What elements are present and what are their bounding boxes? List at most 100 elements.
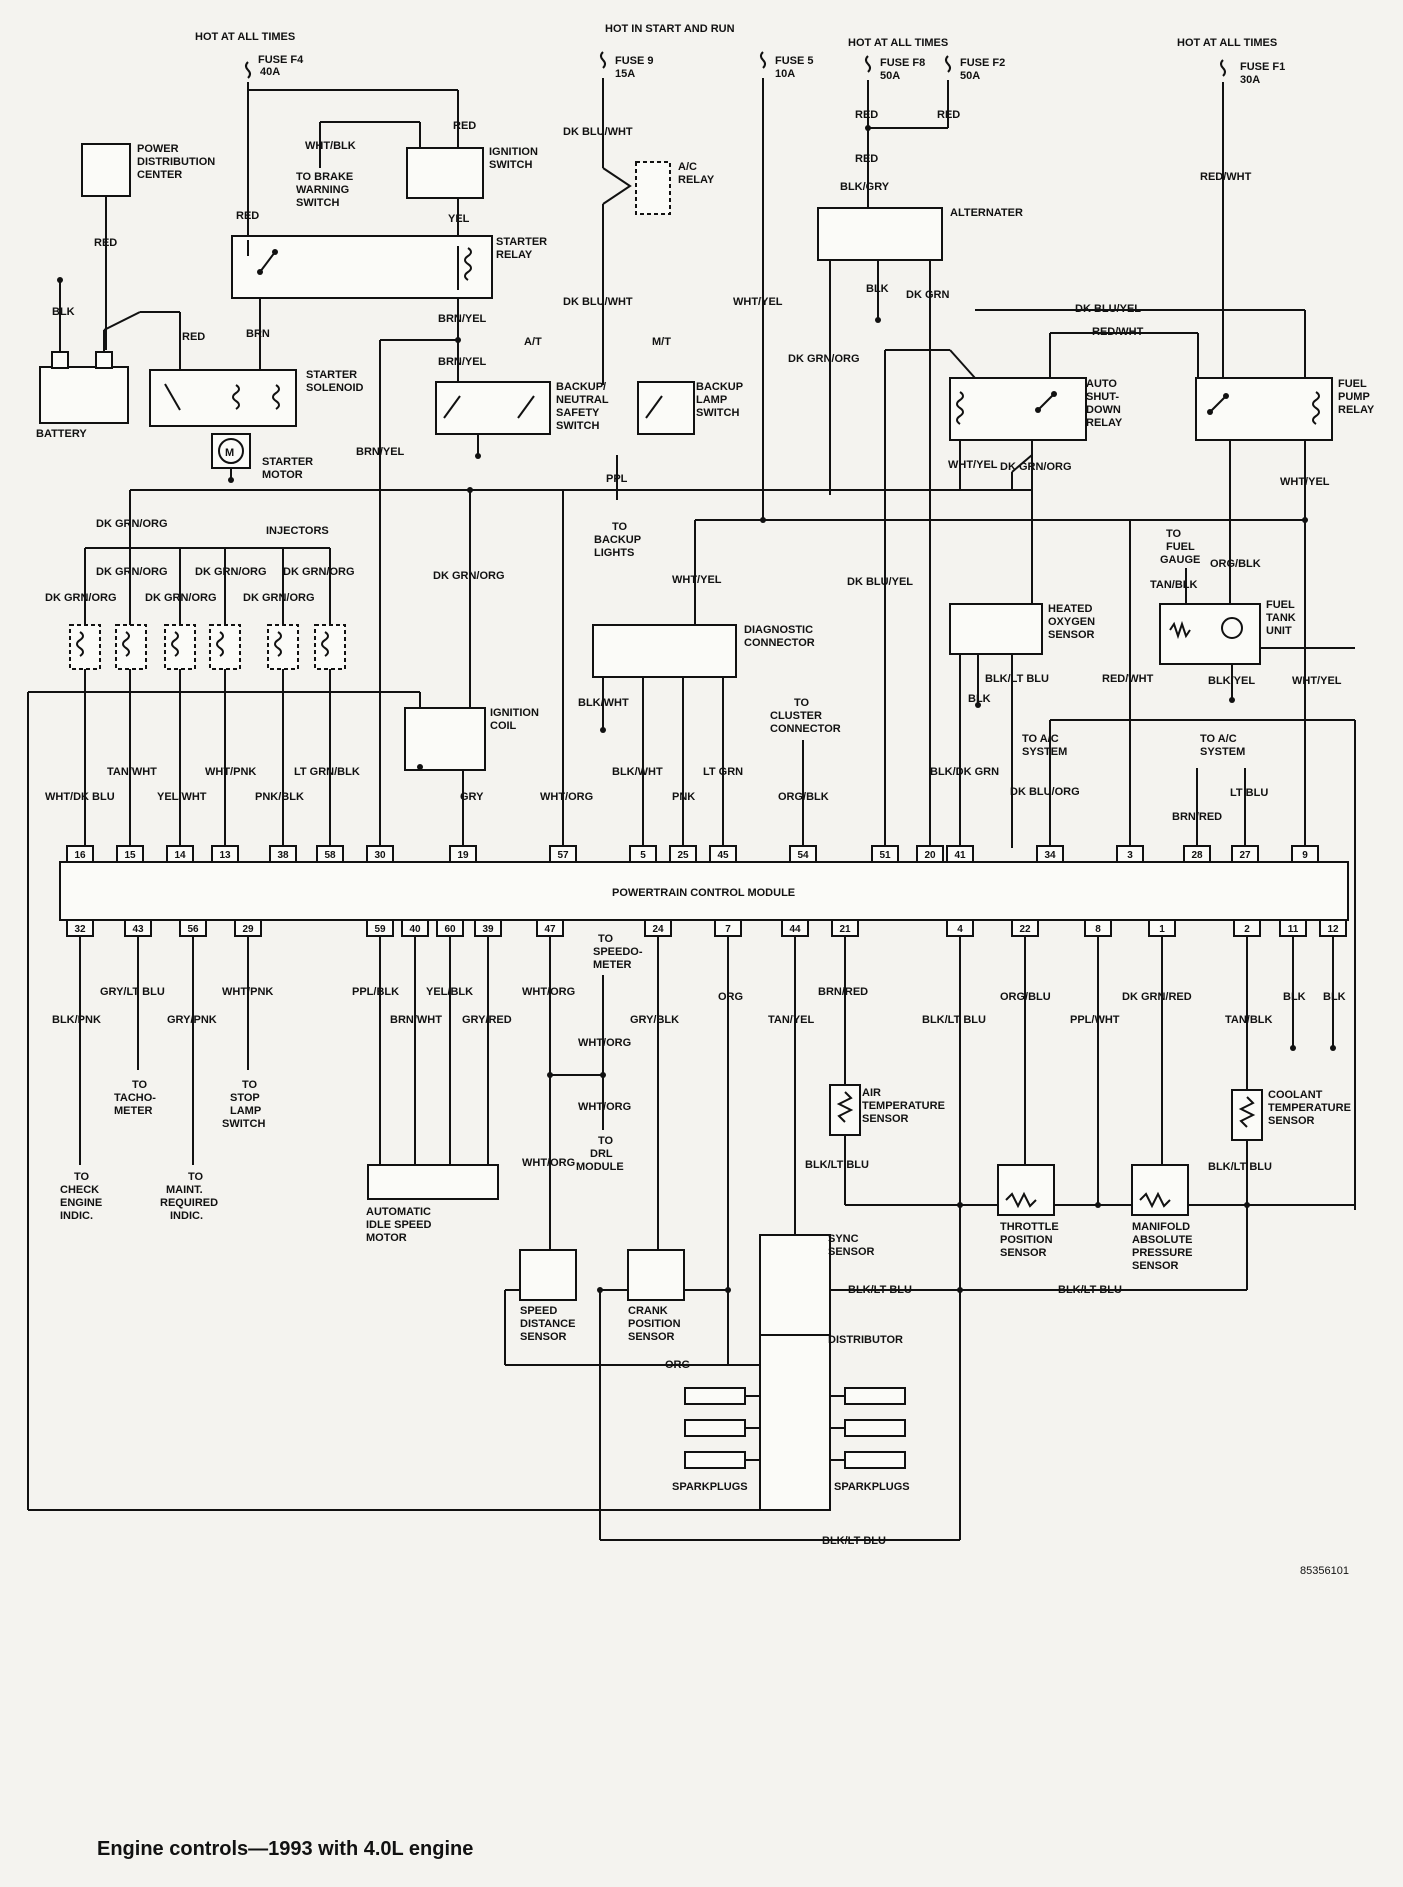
wire-label: BLK/WHT: [578, 697, 629, 709]
brake-warning-label: SWITCH: [296, 197, 339, 209]
injector-5: [267, 624, 299, 670]
wire-label: DK BLU/YEL: [1075, 303, 1141, 315]
check-engine-label: INDIC.: [60, 1210, 93, 1222]
pcm-pin-number: 41: [954, 850, 966, 861]
wire-label: DK GRN/ORG: [96, 566, 168, 578]
ignition-coil: [404, 707, 486, 771]
wire-label: ORG/BLK: [1210, 558, 1261, 570]
wire-label: RED/WHT: [1092, 326, 1144, 338]
fuse-5-amp: 10A: [775, 68, 795, 80]
starter-solenoid-label: SOLENOID: [306, 382, 364, 394]
pcm-pin-number: 12: [1327, 924, 1339, 935]
fuse-f1-symbol: [1220, 59, 1226, 77]
pcm-pin-number: 56: [187, 924, 199, 935]
fuse-f8-symbol: [865, 55, 871, 73]
fuse-f4-label: FUSE F4: [258, 54, 304, 66]
pcm-pin-number: 28: [1191, 850, 1203, 861]
crank-sensor-label: CRANK: [628, 1305, 668, 1317]
crank-sensor-label: POSITION: [628, 1318, 681, 1330]
map-label: ABSOLUTE: [1132, 1234, 1193, 1246]
wire-label: BRN/RED: [1172, 811, 1222, 823]
ac-system-label: TO A/C: [1200, 733, 1237, 745]
aism-label: MOTOR: [366, 1232, 407, 1244]
wire-label: DK BLU/WHT: [563, 126, 633, 138]
wire-label: BLK: [1283, 991, 1306, 1003]
wire-label: RED: [855, 153, 878, 165]
wire-label: BRN/YEL: [356, 446, 405, 458]
ignition-coil-label: IGNITION: [490, 707, 539, 719]
fuel-tank-label: FUEL: [1266, 599, 1295, 611]
wire-label: DK GRN/ORG: [788, 353, 860, 365]
fuse-9-amp: 15A: [615, 68, 635, 80]
wire-label: WHT/YEL: [1292, 675, 1342, 687]
pcm-pin-number: 20: [924, 850, 936, 861]
pcm-pin-number: 47: [544, 924, 556, 935]
wire-label: LT GRN/BLK: [294, 766, 360, 778]
injector-3: [164, 624, 196, 670]
pcm-pin-number: 13: [219, 850, 231, 861]
pcm-pin-number: 51: [879, 850, 891, 861]
wire-label: ORG/BLU: [1000, 991, 1051, 1003]
cluster-label: CLUSTER: [770, 710, 822, 722]
pcm-pin-number: 9: [1302, 850, 1308, 861]
fuse-f2-amp: 50A: [960, 70, 980, 82]
ignition-switch-label: SWITCH: [489, 159, 532, 171]
pcm-pin-number: 27: [1239, 850, 1251, 861]
drl-label: MODULE: [576, 1161, 624, 1173]
stop-lamp-label: LAMP: [230, 1105, 261, 1117]
wire-label: BLK/LT BLU: [822, 1535, 886, 1547]
starter-relay-label: RELAY: [496, 249, 533, 261]
wire-label: WHT/ORG: [522, 986, 575, 998]
backup-neutral-label: BACKUP/: [556, 381, 606, 393]
fuse-5-label: FUSE 5: [775, 55, 814, 67]
wire-label: TAN/BLK: [1150, 579, 1198, 591]
pcm-pin-number: 15: [124, 850, 136, 861]
injector-2: [115, 624, 147, 670]
wire-label: BRN/YEL: [438, 313, 487, 325]
wire-label: WHT/DK BLU: [45, 791, 115, 803]
check-engine-label: TO: [74, 1171, 90, 1183]
tachometer-label: METER: [114, 1105, 153, 1117]
pcm-pin-number: 16: [74, 850, 86, 861]
pcm-pin-number: 19: [457, 850, 469, 861]
fuel-pump-relay-label: FUEL: [1338, 378, 1367, 390]
wire-label: BLK/LT BLU: [922, 1014, 986, 1026]
wire-label: PPL: [606, 473, 628, 485]
asd-relay-label: DOWN: [1086, 404, 1121, 416]
starter-relay: [231, 235, 493, 299]
pcm-pin-number: 38: [277, 850, 289, 861]
wire-label: GRY/RED: [462, 1014, 512, 1026]
wire-label: PNK/BLK: [255, 791, 304, 803]
sender-resistor: [1169, 620, 1191, 640]
wire-label: PPL/BLK: [352, 986, 399, 998]
o2-sensor-label: OXYGEN: [1048, 616, 1095, 628]
wire-label: TAN/BLK: [1225, 1014, 1273, 1026]
wire-label: BRN/RED: [818, 986, 868, 998]
check-engine-label: ENGINE: [60, 1197, 102, 1209]
starter-solenoid: [149, 369, 297, 427]
throttle-position-sensor: [997, 1164, 1055, 1216]
speed-sensor-label: DISTANCE: [520, 1318, 575, 1330]
wire-label: DK GRN: [906, 289, 949, 301]
wire-label: WHT/ORG: [540, 791, 593, 803]
wire-label: DK GRN/ORG: [45, 592, 117, 604]
ignition-switch: [406, 147, 484, 199]
sparkplugs-left: [684, 1387, 760, 1469]
injector-6: [314, 624, 346, 670]
aism-label: IDLE SPEED: [366, 1219, 431, 1231]
pdc-label: POWER: [137, 143, 179, 155]
pcm-label: POWERTRAIN CONTROL MODULE: [612, 887, 795, 899]
tachometer-label: TO: [132, 1079, 148, 1091]
fuel-tank-label: UNIT: [1266, 625, 1292, 637]
wire-label: BLK: [968, 693, 991, 705]
hot-label-1: HOT AT ALL TIMES: [195, 31, 295, 43]
pcm-pin-number: 39: [482, 924, 494, 935]
ac-relay-switch: [602, 167, 632, 205]
wire-label: BRN/WHT: [390, 1014, 442, 1026]
speed-sensor-label: SENSOR: [520, 1331, 567, 1343]
speed-sensor-label: SPEED: [520, 1305, 557, 1317]
hot-label-2: HOT IN START AND RUN: [605, 23, 735, 35]
battery-terminal-neg: [51, 351, 69, 369]
pcm-pin-number: 1: [1159, 924, 1165, 935]
